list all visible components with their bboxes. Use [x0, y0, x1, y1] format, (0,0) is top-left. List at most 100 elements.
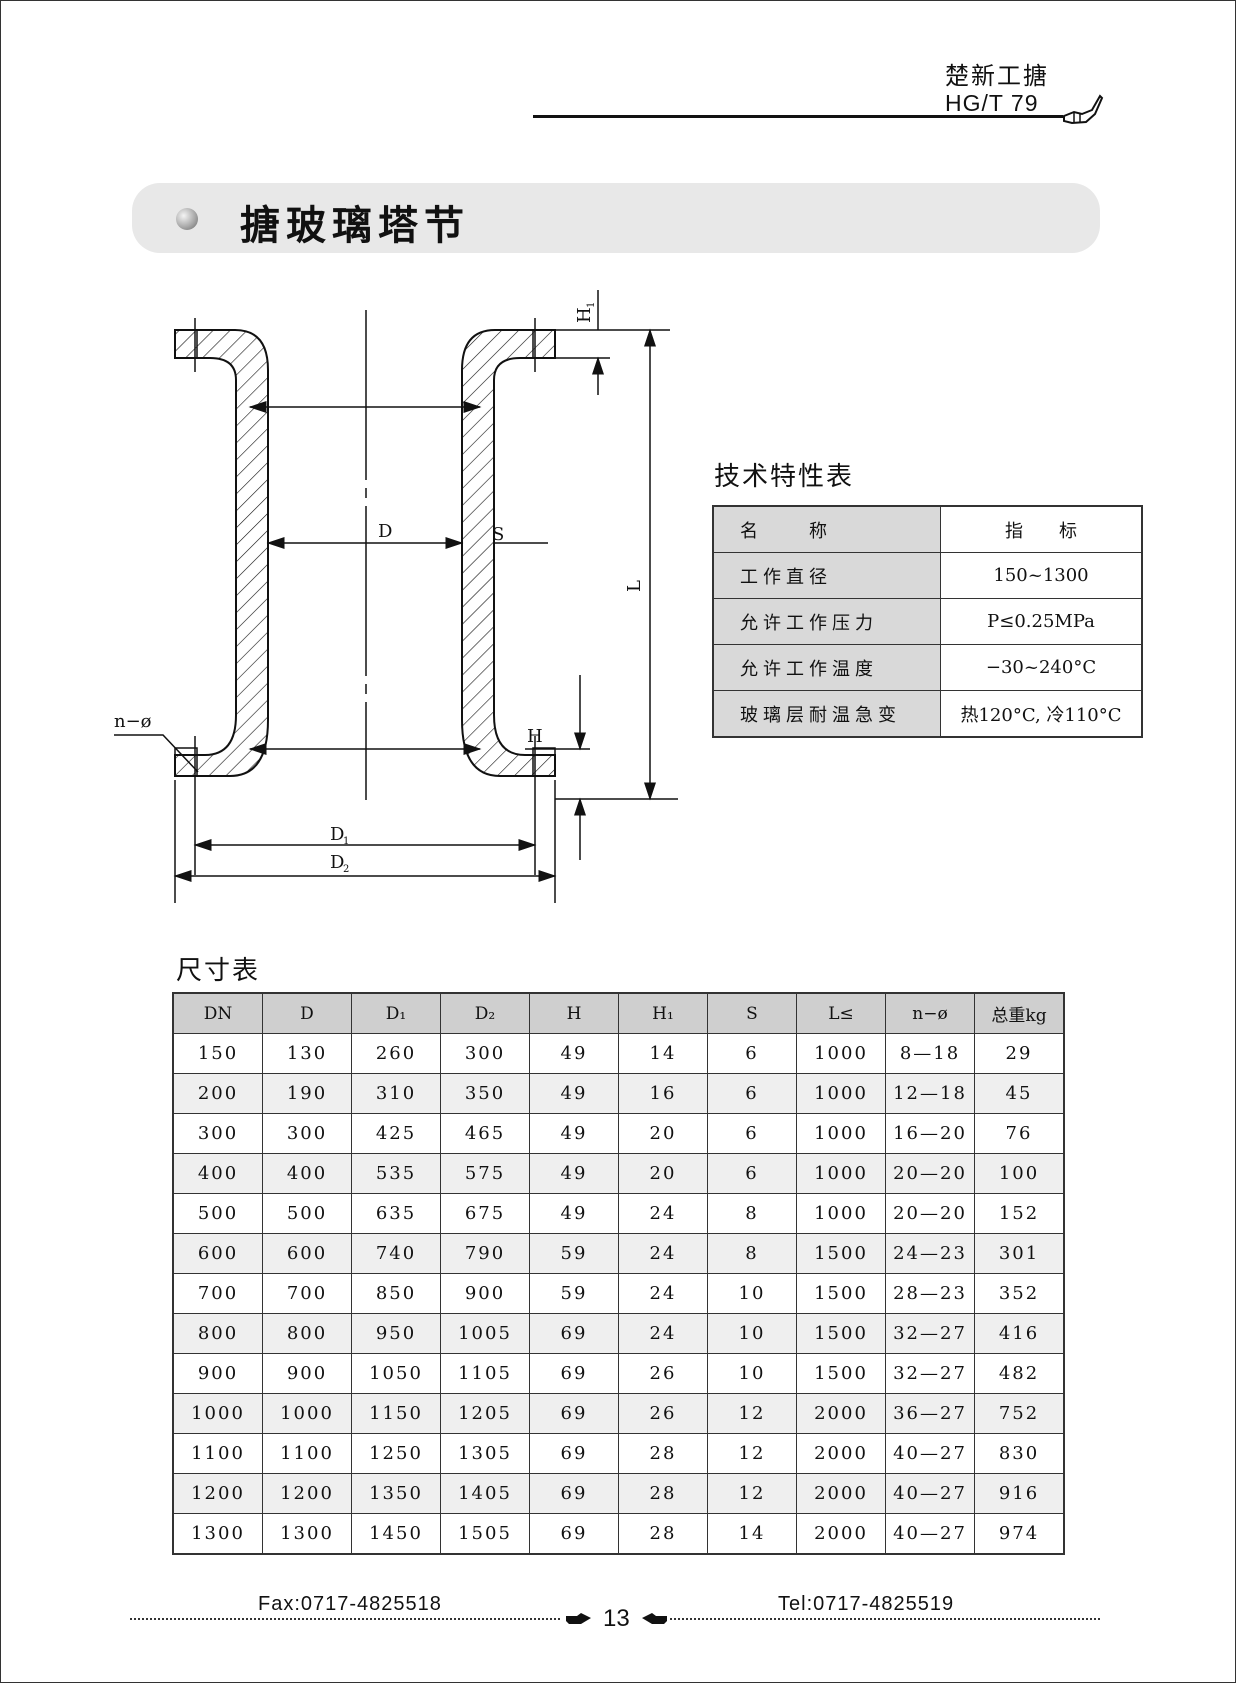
- size-table-cell: 6: [707, 1033, 797, 1074]
- size-table-cell: 100: [974, 1153, 1065, 1194]
- size-table-cell: 28: [618, 1433, 708, 1474]
- size-table-cell: 1300: [262, 1513, 352, 1555]
- size-table-cell: 40—27: [885, 1513, 975, 1555]
- size-table-cell: 32—27: [885, 1313, 975, 1354]
- size-table-cell: 1500: [796, 1233, 886, 1274]
- size-table-cell: 20—20: [885, 1153, 975, 1194]
- size-table-cell: 6: [707, 1113, 797, 1154]
- size-table-cell: 1050: [351, 1353, 441, 1394]
- size-table-cell: 352: [974, 1273, 1065, 1314]
- label-H: H: [527, 726, 543, 747]
- size-table-cell: 850: [351, 1273, 441, 1314]
- size-table-cell: 59: [529, 1273, 619, 1314]
- label-D1: D: [330, 824, 344, 845]
- size-table-cell: 16—20: [885, 1113, 975, 1154]
- size-table-cell: 350: [440, 1073, 530, 1114]
- size-table-cell: 1005: [440, 1313, 530, 1354]
- size-table-cell: 300: [262, 1113, 352, 1154]
- size-table-cell: 8: [707, 1233, 797, 1274]
- size-table-cell: 12: [707, 1473, 797, 1514]
- size-table-cell: 69: [529, 1473, 619, 1514]
- size-table-cell: 700: [262, 1273, 352, 1314]
- tech-row-name: 工作直径: [712, 552, 941, 599]
- size-table-cell: 2000: [796, 1473, 886, 1514]
- size-table-cell: 1350: [351, 1473, 441, 1514]
- size-table-cell: 535: [351, 1153, 441, 1194]
- footer-dotted-rule-left: [130, 1618, 560, 1620]
- size-table-cell: 752: [974, 1393, 1065, 1434]
- size-table-cell: 14: [707, 1513, 797, 1555]
- size-table-cell: 1100: [262, 1433, 352, 1474]
- tech-row: 玻璃层耐温急变 热120°C, 冷110°C: [712, 690, 1143, 738]
- size-table-cell: 1500: [796, 1313, 886, 1354]
- tech-header-name: 名 称: [712, 505, 941, 553]
- size-table-cell: 635: [351, 1193, 441, 1234]
- label-D1-sub: 1: [343, 836, 349, 847]
- size-table-cell: 45: [974, 1073, 1065, 1114]
- page-number: 13: [603, 1605, 630, 1632]
- size-table-cell: 26: [618, 1353, 708, 1394]
- size-table-cell: 2000: [796, 1433, 886, 1474]
- tech-row: 允许工作温度 −30~240°C: [712, 644, 1143, 691]
- size-table-cell: 900: [172, 1353, 263, 1394]
- size-table-cell: 1500: [796, 1273, 886, 1314]
- size-column-header: H: [529, 992, 619, 1034]
- size-table-cell: 1250: [351, 1433, 441, 1474]
- size-table-cell: 1000: [796, 1073, 886, 1114]
- label-D2-sub: 2: [343, 864, 349, 875]
- size-table-cell: 1505: [440, 1513, 530, 1555]
- size-column-header: 总重kg: [974, 992, 1065, 1034]
- label-D2: D: [330, 852, 344, 873]
- size-table-cell: 69: [529, 1353, 619, 1394]
- size-table-cell: 32—27: [885, 1353, 975, 1394]
- size-table-cell: 1000: [262, 1393, 352, 1434]
- size-table-cell: 26: [618, 1393, 708, 1434]
- size-column-header: L≤: [796, 992, 886, 1034]
- size-table-title: 尺寸表: [176, 956, 261, 986]
- size-table-cell: 20: [618, 1113, 708, 1154]
- size-table-cell: 1300: [172, 1513, 263, 1555]
- size-table-cell: 10: [707, 1273, 797, 1314]
- page-title: 搪玻璃塔节: [240, 202, 470, 249]
- size-table-cell: 59: [529, 1233, 619, 1274]
- header-brand: 楚新工搪: [945, 62, 1049, 90]
- size-table-cell: 10: [707, 1353, 797, 1394]
- size-column-header: n−ø: [885, 992, 975, 1034]
- size-table-cell: 700: [172, 1273, 263, 1314]
- size-table-cell: 12—18: [885, 1073, 975, 1114]
- size-table-cell: 2000: [796, 1513, 886, 1555]
- tech-row-value: −30~240°C: [940, 644, 1143, 691]
- size-table-cell: 10: [707, 1313, 797, 1354]
- bullet-icon: [176, 208, 198, 230]
- size-table-cell: 1500: [796, 1353, 886, 1394]
- size-table-cell: 500: [172, 1193, 263, 1234]
- size-table-cell: 790: [440, 1233, 530, 1274]
- size-table-cell: 1100: [172, 1433, 263, 1474]
- size-table-cell: 974: [974, 1513, 1065, 1555]
- size-table-cell: 675: [440, 1193, 530, 1234]
- size-table-cell: 1200: [262, 1473, 352, 1514]
- size-table-cell: 300: [440, 1033, 530, 1074]
- tech-row-value: 热120°C, 冷110°C: [940, 690, 1143, 738]
- size-table-cell: 1405: [440, 1473, 530, 1514]
- size-table-cell: 1000: [796, 1033, 886, 1074]
- size-table-cell: 150: [172, 1033, 263, 1074]
- size-column-header: S: [707, 992, 797, 1034]
- size-table-cell: 900: [262, 1353, 352, 1394]
- hand-writing-icon: [1063, 94, 1104, 125]
- size-table-cell: 20—20: [885, 1193, 975, 1234]
- size-table-cell: 400: [262, 1153, 352, 1194]
- tech-row-value: 150~1300: [940, 552, 1143, 599]
- size-table-cell: 1150: [351, 1393, 441, 1434]
- pointing-hand-left-icon: [642, 1613, 667, 1624]
- size-table-cell: 1450: [351, 1513, 441, 1555]
- size-table-cell: 1000: [172, 1393, 263, 1434]
- tech-row-value: P≤0.25MPa: [940, 598, 1143, 645]
